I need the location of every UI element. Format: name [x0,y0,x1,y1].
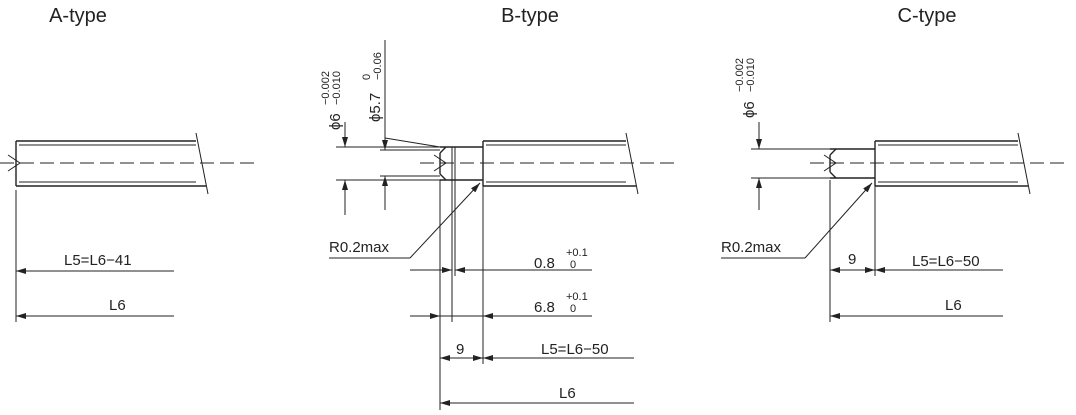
c-shaft-inner-lines [878,144,1018,183]
c-radius-label: R0.2max [721,239,782,256]
b-dim-68-tol-bot: 0 [570,303,576,315]
b-phi6-tol-top: −0.002 [320,71,332,105]
b-dim-08-tol-bot: 0 [570,259,576,271]
a-type-drawing: L5=L6−41 L6 [0,132,258,322]
b-dim-l6-label: L6 [559,385,576,402]
c-phi6-label: ϕ6 [741,101,758,118]
c-phi6-tol-bot: −0.010 [745,58,757,92]
b-phi6-tol-bot: −0.010 [331,71,343,105]
b-phi6-label: ϕ6 [327,113,344,130]
b-dim-68-label: 6.8 [534,299,555,316]
b-dim-08-tol-top: +0.1 [566,247,588,259]
b-leader-phi6 [384,137,441,148]
title-b-type: B-type [501,5,559,27]
c-type-drawing: ϕ6 −0.002 −0.010 R0.2max 9 L5=L6−50 L6 [721,58,1068,322]
b-radius-label: R0.2max [329,239,390,256]
a-shaft-outline [15,140,206,187]
b-phi57-tol-top: 0 [361,74,373,80]
title-a-type: A-type [49,5,107,27]
b-neck-outline [440,146,483,181]
a-dim-l5-label: L5=L6−41 [64,252,132,269]
c-dim-9-label: 9 [848,251,856,268]
b-phi57-label: ϕ5.7 [367,93,384,122]
c-radius-leader [804,182,873,259]
c-dim-l5-label: L5=L6−50 [912,253,980,270]
title-c-type: C-type [898,5,957,27]
b-dim-9-label: 9 [456,341,464,358]
b-dim-68-tol-top: +0.1 [566,291,588,303]
a-dim-l6-label: L6 [109,297,126,314]
b-dim-08-label: 0.8 [534,255,555,272]
a-shaft-inner-lines [19,144,196,183]
c-phi6-tol-top: −0.002 [734,58,746,92]
b-dim-l5-label: L5=L6−50 [541,341,609,358]
c-dim-l6-label: L6 [945,297,962,314]
c-neck-outline [830,148,875,179]
b-type-drawing: ϕ6 −0.002 −0.010 ϕ5.7 0 −0.06 R0.2max 0.… [320,40,680,410]
b-phi57-tol-bot: −0.06 [372,52,384,80]
b-shaft-inner-lines [486,144,626,183]
b-radius-leader [409,182,481,259]
